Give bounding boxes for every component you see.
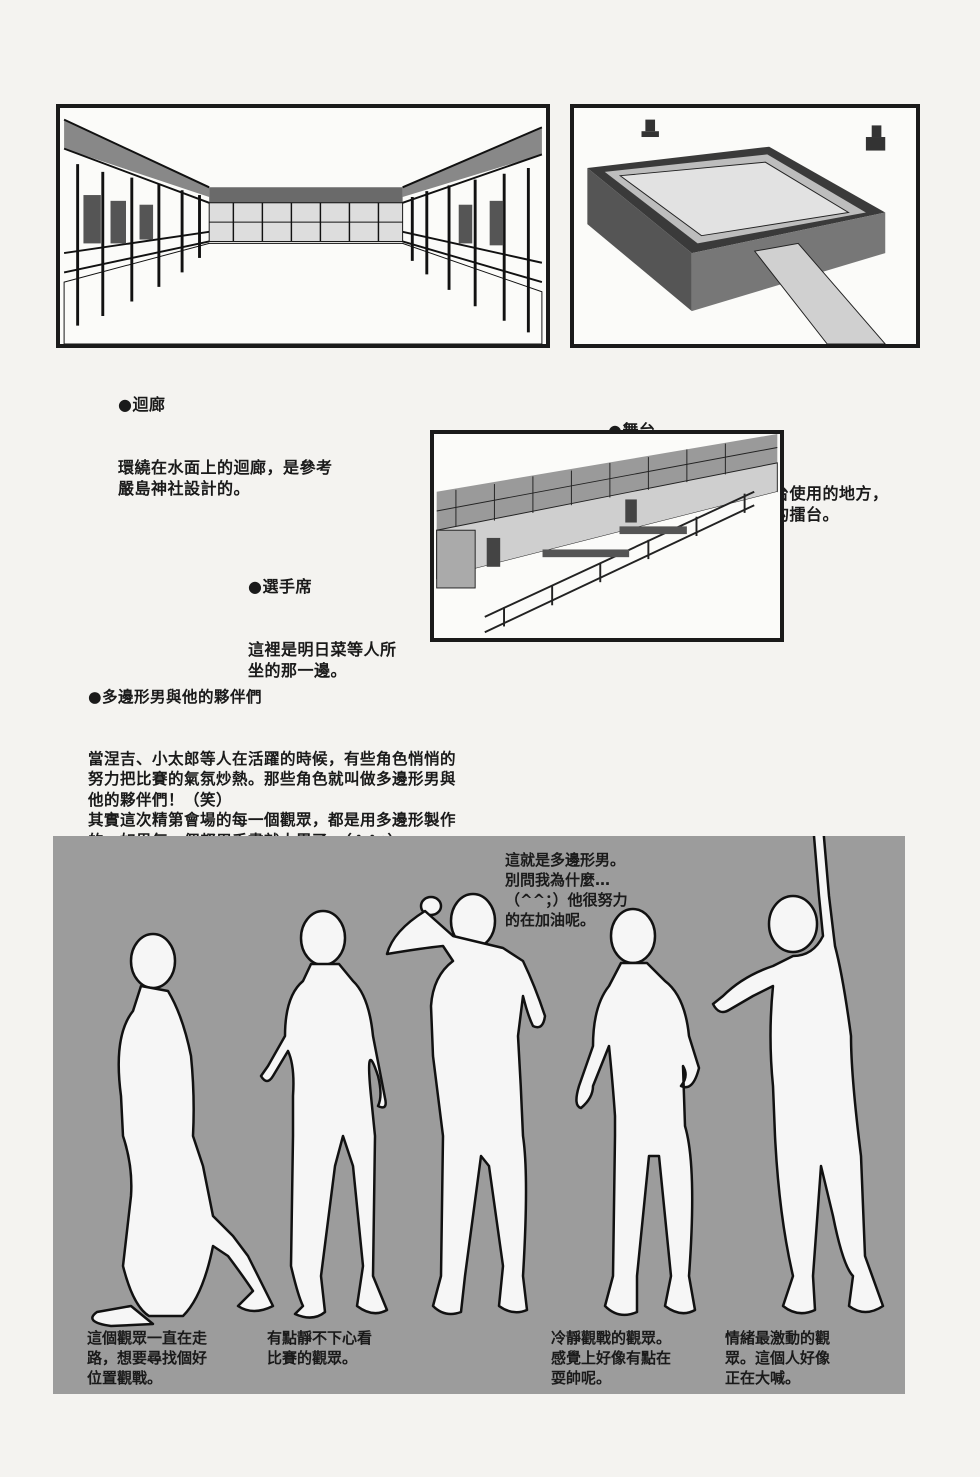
figure-excited — [711, 836, 885, 1315]
figures-illustration — [91, 836, 885, 1328]
figure-walking — [91, 932, 275, 1328]
figure-note-restless: 有點靜不下心看 比賽的觀眾。 — [267, 1329, 373, 1367]
stage-illustration — [575, 108, 915, 344]
figure-calm — [575, 907, 701, 1317]
seats-caption-body: 這裡是明日菜等人所 坐的那一邊。 — [248, 640, 397, 680]
figures-box: 這就是多邊形男。 別問我為什麼… （^^；）他很努力 的在加油呢。 這個觀眾一直… — [53, 836, 905, 1394]
stage-panel — [570, 104, 920, 348]
figure-note-walking: 這個觀眾一直在走 路，想要尋找個好 位置觀戰。 — [87, 1329, 208, 1387]
corridor-caption: ●迴廊 環繞在水面上的迴廊，是參考 嚴島神社設計的。 — [118, 352, 333, 520]
seats-illustration — [436, 434, 778, 638]
corridor-caption-title: ●迴廊 — [118, 395, 166, 414]
seats-panel — [430, 430, 784, 642]
seats-caption-title: ●選手席 — [248, 577, 312, 596]
seats-caption: ●選手席 這裡是明日菜等人所 坐的那一邊。 — [248, 534, 397, 702]
figure-note-excited: 情緒最激動的觀 眾。這個人好像 正在大喊。 — [725, 1329, 831, 1387]
figures-top-note: 這就是多邊形男。 別問我為什麼… （^^；）他很努力 的在加油呢。 — [505, 851, 628, 929]
figure-note-calm: 冷靜觀戰的觀眾。 感覺上好像有點在 耍帥呢。 — [551, 1329, 672, 1387]
figure-restless — [259, 909, 389, 1319]
corridor-caption-body: 環繞在水面上的迴廊，是參考 嚴島神社設計的。 — [118, 458, 333, 498]
polygon-section-title: ●多邊形男與他的夥伴們 — [88, 688, 263, 706]
corridor-illustration — [63, 108, 543, 344]
figure-cheering — [385, 892, 547, 1316]
corridor-panel — [56, 104, 550, 348]
